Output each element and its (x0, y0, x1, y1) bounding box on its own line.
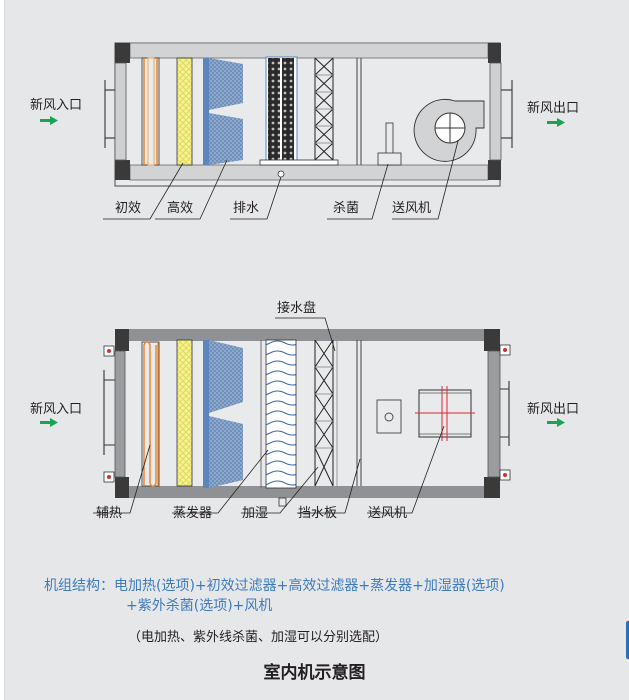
diagram-title: 室内机示意图 (263, 663, 366, 683)
label-mist-eliminator: 挡水板 (298, 506, 338, 521)
inlet-label-bottom: 新风入口 (30, 402, 83, 417)
mist-eliminator-top (314, 57, 334, 161)
electric-heater (141, 340, 160, 488)
optional-note: （电加热、紫外线杀菌、加湿可以分别选配） (128, 630, 389, 645)
structure-line2: +紫外杀菌(选项)+风机 (126, 598, 273, 614)
hepa-element (259, 56, 339, 178)
outlet-label-bottom: 新风出口 (527, 402, 580, 417)
unit-structure-text: 机组结构：电加热(选项)+初效过滤器+高效过滤器+蒸发器+加湿器(选项) +紫外… (44, 576, 505, 616)
outlet-label-top: 新风出口 (527, 101, 580, 116)
mount-bolts (103, 344, 511, 483)
humidifier (260, 339, 297, 507)
label-sterilize: 杀菌 (333, 201, 360, 216)
mist-eliminator (314, 339, 338, 487)
structure-line1: 电加热(选项)+初效过滤器+高效过滤器+蒸发器+加湿器(选项) (114, 578, 505, 594)
top-unit (40, 42, 565, 220)
label-hepa-filter: 高效 (167, 201, 194, 216)
label-drain: 排水 (233, 201, 260, 216)
hepa-filter (176, 57, 193, 166)
side-tab-handle[interactable] (626, 621, 629, 659)
label-drip-tray: 接水盘 (277, 301, 317, 316)
uv-lamp (377, 122, 402, 166)
label-evaporator: 蒸发器 (173, 506, 213, 521)
structure-prefix: 机组结构： (44, 578, 114, 594)
blower-fan-bottom (415, 386, 475, 441)
primary-filter (141, 57, 160, 166)
label-primary-filter: 初效 (115, 201, 142, 216)
label-humidify: 加湿 (242, 506, 269, 521)
label-aux-heat: 辅热 (96, 506, 123, 521)
inlet-label-top: 新风入口 (30, 98, 83, 113)
label-blower-top: 送风机 (392, 201, 432, 216)
bottom-unit (40, 317, 565, 514)
v-filter (203, 58, 243, 165)
primary-filter-bottom (176, 339, 193, 487)
label-blower-bottom: 送风机 (368, 506, 408, 521)
evaporator (203, 340, 243, 488)
blower-fan-top (413, 98, 485, 162)
uv-box (376, 399, 402, 434)
